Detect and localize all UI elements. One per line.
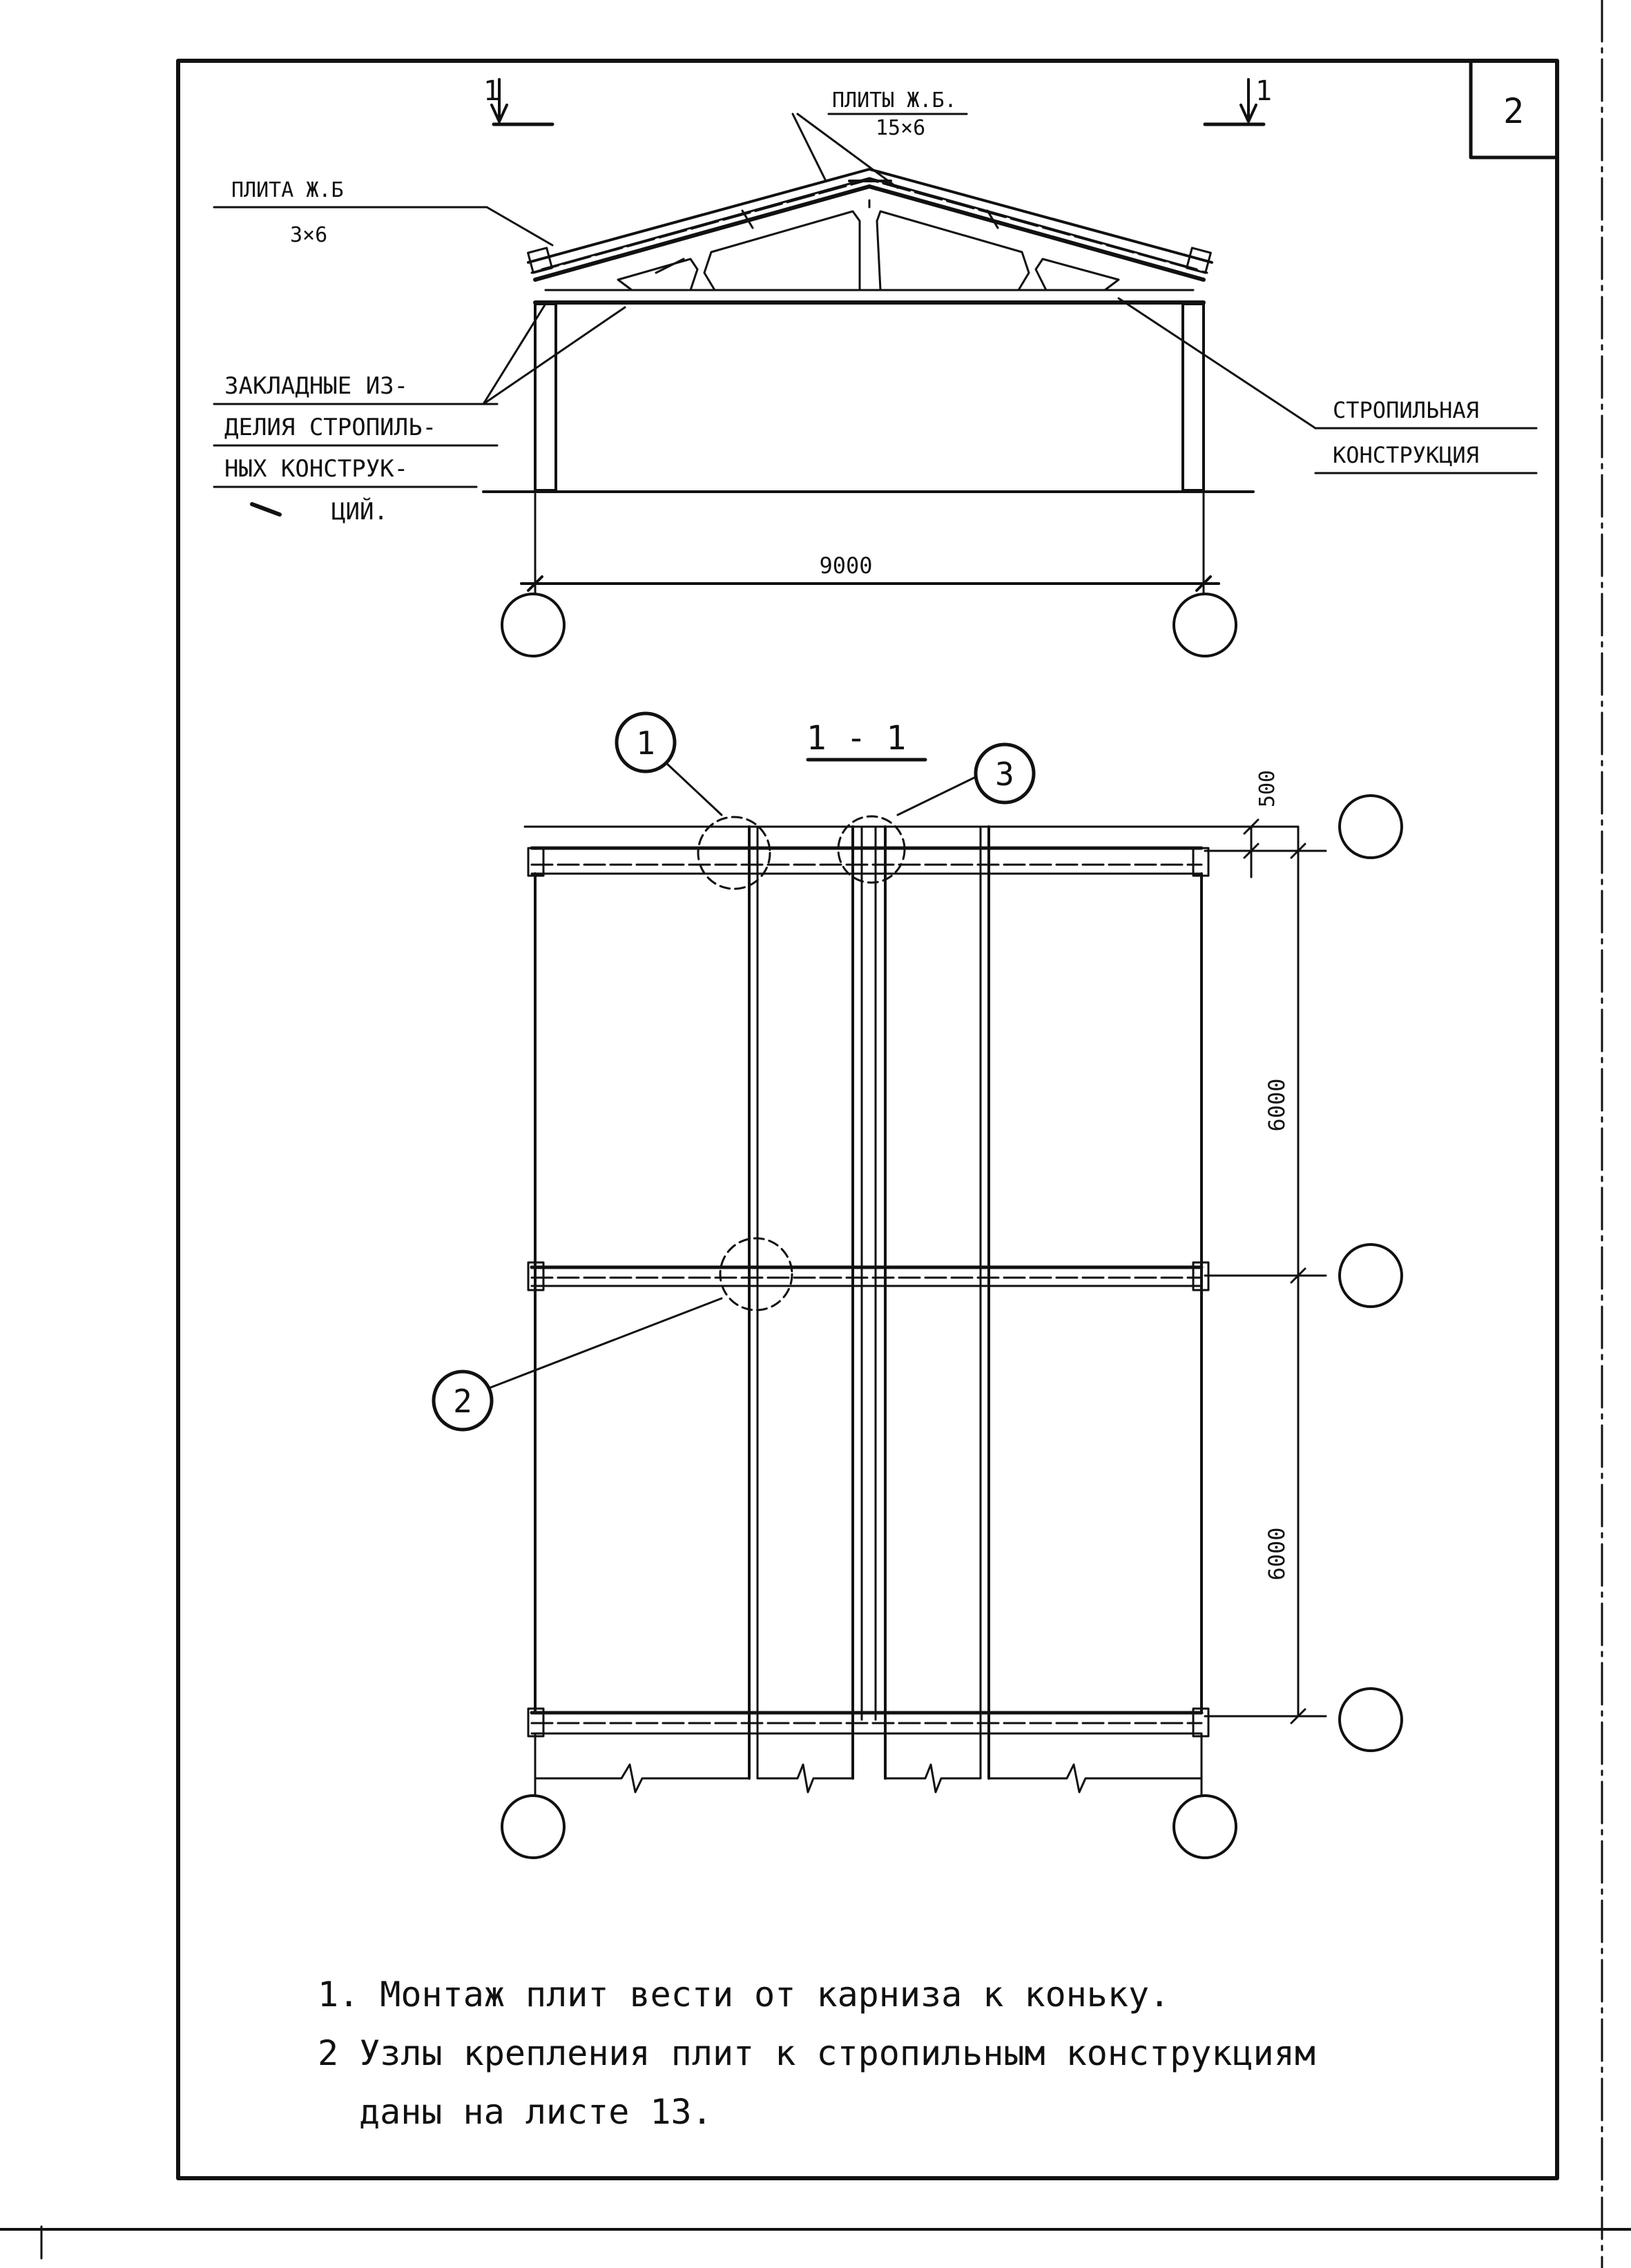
label-truss: СТРОПИЛЬНАЯ КОНСТРУКЦИЯ — [1117, 297, 1538, 474]
break-lines — [534, 1732, 1203, 1797]
section-marker-right-label: 1 — [1255, 75, 1272, 107]
label-embedded-line1: ЗАКЛАДНЫЕ ИЗ- — [224, 372, 408, 400]
axis-bubble-plan-middle — [1338, 1243, 1403, 1308]
axis-bubble-plan-bottom — [1338, 1687, 1403, 1752]
svg-text:2: 2 — [453, 1383, 472, 1420]
dim-offset: 500 — [1255, 770, 1280, 807]
section-marker-left: 1 — [483, 75, 554, 126]
label-embedded-line4: ЦИЙ. — [331, 497, 388, 526]
svg-text:3: 3 — [995, 756, 1014, 793]
axis-bubble-plan-right — [1172, 1794, 1237, 1859]
plan-dimensions: 500 6000 6000 — [1204, 770, 1327, 1724]
column-right — [1181, 302, 1205, 492]
plan-title: 1 - 1 — [807, 719, 907, 758]
callout-2: 2 — [432, 1297, 723, 1432]
truss-band-middle — [527, 1261, 1210, 1291]
section-marker-left-label: 1 — [483, 75, 500, 107]
callout-1: 1 — [615, 711, 723, 816]
label-truss-line1: СТРОПИЛЬНАЯ — [1333, 397, 1479, 423]
dim-bay-2: 6000 — [1264, 1527, 1290, 1580]
axis-bubble-plan-left — [501, 1794, 566, 1859]
axis-bubble-elev-right — [1172, 593, 1237, 657]
note-3: даны на листе 13. — [359, 2092, 713, 2132]
label-truss-line2: КОНСТРУКЦИЯ — [1333, 442, 1479, 468]
notes: 1. Монтаж плит вести от карниза к коньку… — [318, 1974, 1315, 2132]
sheet-number-box: 2 — [1469, 59, 1559, 160]
svg-text:1: 1 — [636, 724, 655, 762]
label-slab-eave-line1: ПЛИТА Ж.Б — [231, 178, 344, 202]
label-embedded-line2: ДЕЛИЯ СТРОПИЛЬ- — [224, 414, 436, 441]
span-dimension: 9000 — [520, 492, 1220, 595]
sheet-number: 2 — [1503, 91, 1524, 131]
slab-joints — [748, 825, 990, 1780]
roof-truss — [533, 177, 1206, 305]
section-marker-right: 1 — [1203, 75, 1272, 126]
roof-slabs — [527, 168, 1213, 274]
truss-band-top — [527, 846, 1210, 877]
plan-view: 1 - 1 — [432, 711, 1403, 1859]
label-embedded-parts: ЗАКЛАДНЫЕ ИЗ- ДЕЛИЯ СТРОПИЛЬ- НЫХ КОНСТР… — [213, 302, 626, 526]
note-2: 2 Узлы крепления плит к стропильным конс… — [318, 2033, 1315, 2073]
callout-3: 3 — [896, 742, 1036, 816]
elevation-view: ПЛИТЫ Ж.Б. 15×6 ПЛИТА Ж.Б 3×6 ЗАКЛАДНЫЕ … — [213, 88, 1538, 657]
span-dimension-value: 9000 — [819, 552, 872, 579]
dim-bay-1: 6000 — [1264, 1078, 1290, 1131]
axis-bubble-plan-top — [1338, 794, 1403, 859]
label-embedded-line3: НЫХ КОНСТРУК- — [224, 455, 408, 483]
label-slab-eave: ПЛИТА Ж.Б 3×6 — [213, 178, 554, 247]
label-slabs-ridge-line2: 15×6 — [876, 116, 925, 140]
note-1: 1. Монтаж плит вести от карниза к коньку… — [318, 1974, 1170, 2015]
axis-bubble-elev-left — [501, 593, 566, 657]
label-slabs-ridge-line1: ПЛИТЫ Ж.Б. — [832, 88, 957, 113]
label-slab-eave-line2: 3×6 — [290, 223, 327, 247]
label-slabs-ridge: ПЛИТЫ Ж.Б. 15×6 — [791, 88, 968, 189]
column-left — [534, 302, 557, 492]
truss-band-bottom — [527, 1707, 1210, 1738]
